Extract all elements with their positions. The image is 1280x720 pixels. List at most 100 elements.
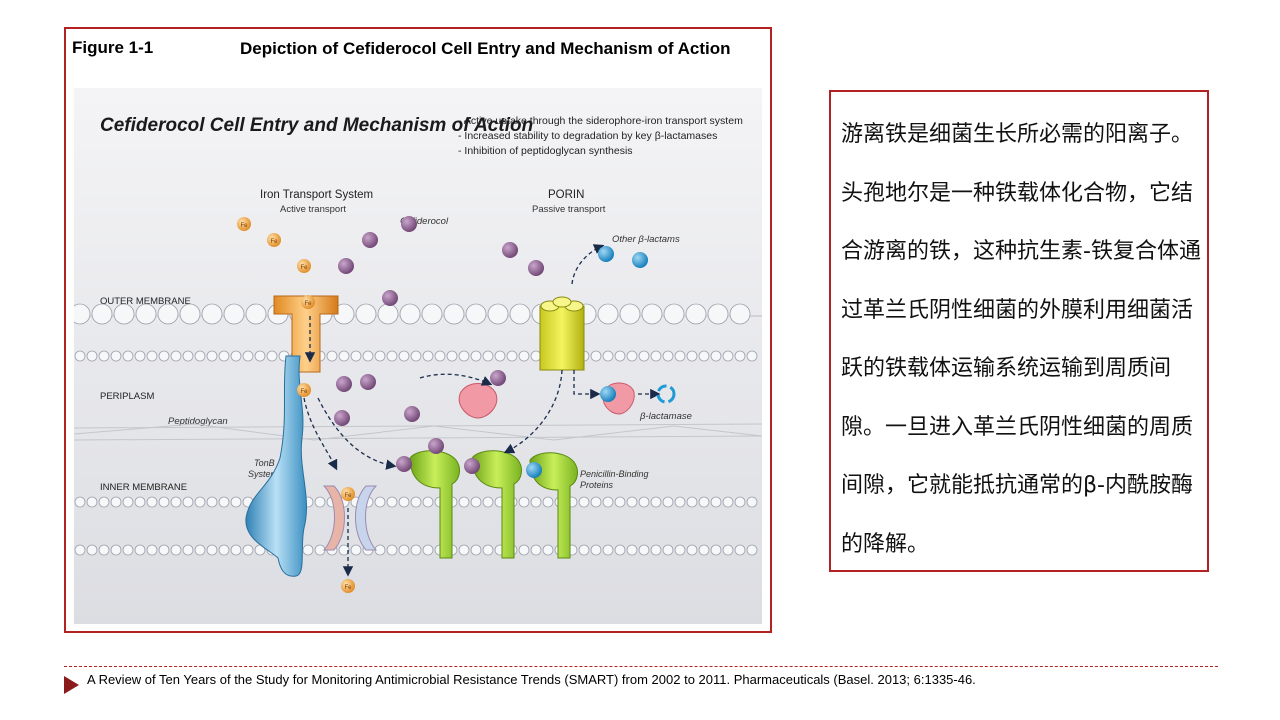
lipid-head bbox=[614, 350, 626, 362]
lipid-head bbox=[698, 350, 710, 362]
cefiderocol-molecule bbox=[382, 290, 398, 306]
lipid-head bbox=[350, 544, 362, 556]
lipid-head bbox=[218, 496, 230, 508]
lipid-head bbox=[626, 496, 638, 508]
bullet-3: - Inhibition of peptidoglycan synthesis bbox=[458, 145, 633, 157]
lipid-head bbox=[542, 496, 554, 508]
iron-transport-subtitle: Active transport bbox=[280, 204, 346, 215]
lipid-head bbox=[602, 350, 614, 362]
lipid-head bbox=[158, 350, 170, 362]
periplasm-label: PERIPLASM bbox=[100, 391, 154, 402]
lipid-head bbox=[410, 544, 422, 556]
iron-label: Fe bbox=[270, 239, 278, 245]
cefiderocol-molecule bbox=[336, 376, 352, 392]
iron-ion bbox=[297, 259, 311, 273]
lipid-head bbox=[98, 350, 110, 362]
lipid-head bbox=[170, 496, 182, 508]
lipid-head bbox=[170, 350, 182, 362]
lipid-head bbox=[230, 350, 242, 362]
lipid-head bbox=[135, 303, 157, 325]
lipid-head bbox=[134, 496, 146, 508]
lipid-head bbox=[254, 350, 266, 362]
cefiderocol-label: Cefiderocol bbox=[400, 216, 449, 227]
lipid-head bbox=[350, 350, 362, 362]
iron-label: Fe bbox=[240, 223, 248, 229]
lipid-head bbox=[242, 544, 254, 556]
other-beta-lactam-molecule bbox=[526, 462, 542, 478]
lipid-head bbox=[674, 350, 686, 362]
lipid-head bbox=[530, 544, 542, 556]
inner-transporter bbox=[322, 485, 378, 551]
lipid-head bbox=[110, 350, 122, 362]
tonb-system bbox=[245, 355, 307, 577]
lipid-head bbox=[662, 350, 674, 362]
lipid-head bbox=[506, 350, 518, 362]
beta-lactamase-1 bbox=[458, 383, 498, 419]
lipid-head bbox=[663, 303, 685, 325]
lipid-head bbox=[722, 544, 734, 556]
lipid-head bbox=[421, 303, 443, 325]
lipid-head bbox=[218, 350, 230, 362]
peptidoglycan-layer bbox=[74, 423, 762, 441]
description-text: 游离铁是细菌生长所必需的阳离子。头孢地尔是一种铁载体化合物，它结合游离的铁，这种… bbox=[841, 122, 1201, 557]
lipid-head bbox=[374, 496, 386, 508]
iron-label: Fe bbox=[304, 301, 312, 307]
lipid-head bbox=[443, 303, 465, 325]
lipid-head bbox=[518, 350, 530, 362]
lipid-head bbox=[410, 496, 422, 508]
lipid-head bbox=[710, 496, 722, 508]
iron-ion bbox=[237, 217, 251, 231]
other-beta-lactams-label: Other β-lactams bbox=[612, 234, 680, 245]
cefiderocol-molecule bbox=[396, 456, 412, 472]
lipid-head bbox=[74, 303, 91, 325]
lipid-head bbox=[578, 544, 590, 556]
lipid-head bbox=[422, 350, 434, 362]
lipid-head bbox=[206, 544, 218, 556]
lipid-head bbox=[230, 544, 242, 556]
iron-label: Fe bbox=[300, 389, 308, 395]
lipid-head bbox=[194, 350, 206, 362]
lipid-head bbox=[578, 496, 590, 508]
lipid-head bbox=[110, 496, 122, 508]
lipid-head bbox=[494, 350, 506, 362]
lipid-head bbox=[641, 303, 663, 325]
lipid-head bbox=[542, 544, 554, 556]
reference-arrow-icon bbox=[64, 676, 79, 694]
lipid-head bbox=[470, 544, 482, 556]
inner-membrane-label: INNER MEMBRANE bbox=[100, 482, 187, 493]
lipid-head bbox=[218, 544, 230, 556]
lipid-head bbox=[422, 496, 434, 508]
lipid-head bbox=[626, 544, 638, 556]
iron-transporter bbox=[273, 295, 339, 373]
lipid-head bbox=[590, 544, 602, 556]
iron-ion bbox=[341, 579, 355, 593]
lipid-head bbox=[157, 303, 179, 325]
cefiderocol-molecule bbox=[334, 410, 350, 426]
lipid-head bbox=[434, 350, 446, 362]
tonb-label-1: TonB bbox=[254, 458, 275, 468]
lipid-head bbox=[509, 303, 531, 325]
iron-ion bbox=[267, 233, 281, 247]
outer-membrane-label: OUTER MEMBRANE bbox=[100, 296, 191, 307]
lipid-head bbox=[122, 544, 134, 556]
lipid-head bbox=[206, 350, 218, 362]
lipid-head bbox=[182, 544, 194, 556]
lipid-head bbox=[386, 496, 398, 508]
cefiderocol-molecule bbox=[401, 216, 417, 232]
lipid-head bbox=[377, 303, 399, 325]
lipid-head bbox=[710, 544, 722, 556]
lipid-head bbox=[206, 496, 218, 508]
lipid-head bbox=[230, 496, 242, 508]
lipid-head bbox=[482, 544, 494, 556]
lipid-head bbox=[650, 496, 662, 508]
lipid-head bbox=[399, 303, 421, 325]
cefiderocol-molecule bbox=[490, 370, 506, 386]
iron-label: Fe bbox=[300, 265, 308, 271]
lipid-head bbox=[91, 303, 113, 325]
lipid-head bbox=[650, 350, 662, 362]
iron-ion bbox=[297, 383, 311, 397]
lipid-head bbox=[518, 496, 530, 508]
lipid-head bbox=[729, 303, 751, 325]
pbp-label-1: Penicillin-Binding bbox=[580, 469, 649, 479]
